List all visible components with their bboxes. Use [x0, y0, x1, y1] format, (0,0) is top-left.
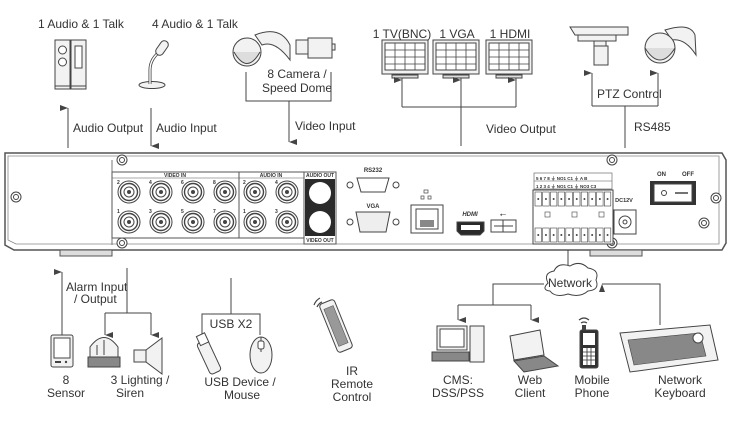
usb-drive-icon — [195, 332, 222, 375]
rs485-label: RS485 — [634, 120, 671, 134]
lighting-label-1: 3 Lighting / — [111, 373, 170, 387]
vga-port-label: VGA — [366, 204, 380, 210]
alarm-output-lines — [105, 268, 151, 314]
network-client-lines — [458, 283, 544, 306]
usb-device-label-1: USB Device / — [204, 375, 276, 389]
audio-in-label: AUDIO IN — [260, 173, 283, 179]
audio-port-num: 1 — [243, 209, 246, 215]
cms-pc-icon — [431, 325, 485, 363]
sensor-icon — [50, 334, 74, 368]
siren-icon — [133, 337, 163, 375]
cms-label-2: DSS/PSS — [432, 386, 484, 400]
sensor-label-2: Sensor — [47, 386, 85, 400]
hdmi-monitor-icon — [485, 39, 533, 79]
usb-icon: ⭠ — [500, 210, 507, 219]
audio-port-num: 3 — [275, 209, 278, 215]
video-port-num: 5 — [181, 209, 184, 215]
alarm-terminal-block[interactable] — [532, 172, 614, 245]
microphone-icon — [138, 40, 169, 89]
usb-lines — [201, 278, 261, 335]
alarm-io-label-2: / Output — [74, 292, 117, 306]
ethernet-port[interactable] — [410, 204, 444, 234]
sensor-label-1: 8 — [63, 373, 70, 387]
vga-port[interactable] — [346, 211, 400, 233]
video-port-num: 6 — [181, 180, 184, 186]
alarm-io-label-1: Alarm Input — [66, 280, 128, 294]
video-output-label: Video Output — [486, 122, 556, 136]
mobile-phone-icon — [578, 317, 599, 369]
usb-port[interactable] — [490, 219, 517, 233]
video-port-num: 7 — [213, 209, 216, 215]
video-port-num: 1 — [117, 209, 120, 215]
lighting-label-2: Siren — [116, 386, 144, 400]
ir-label-3: Control — [333, 390, 372, 404]
network-label: Network — [548, 276, 593, 290]
network-icon — [420, 189, 432, 200]
rs232-port[interactable] — [346, 177, 400, 193]
alarm-light-icon — [87, 337, 121, 368]
box-camera-icon — [295, 37, 336, 59]
audio-port-num: 4 — [275, 180, 278, 186]
camera-label-line2: Speed Dome — [262, 81, 332, 95]
video-out-port[interactable] — [309, 211, 331, 233]
network-cloud-icon — [544, 262, 598, 296]
usb-x2-label: USB X2 — [210, 317, 253, 331]
audio-output-device-label: 1 Audio & 1 Talk — [38, 17, 125, 31]
ptz-speed-dome-icon — [644, 26, 697, 64]
rs232-label: RS232 — [364, 168, 383, 174]
mouse-icon — [249, 336, 273, 374]
video-input-label: Video Input — [295, 119, 356, 133]
video-port-num: 2 — [117, 180, 120, 186]
speed-dome-camera-icon — [232, 31, 291, 67]
hdmi-port-label: HDMI — [462, 212, 478, 218]
vga-monitor-icon — [432, 39, 480, 79]
video-port-num: 3 — [149, 209, 152, 215]
keyboard-network-line — [599, 283, 661, 325]
tv-bnc-monitor-icon — [381, 39, 429, 79]
ir-label-1: IR — [346, 364, 358, 378]
mobile-phone-label-2: Phone — [575, 386, 610, 400]
video-out-label: VIDEO OUT — [306, 238, 334, 244]
dc-power-jack[interactable] — [613, 209, 637, 235]
video-port-num: 4 — [149, 180, 152, 186]
audio-input-device-label: 4 Audio & 1 Talk — [152, 17, 239, 31]
alarm-bottom-labels: 1 2 3 4 ⏚ NO1 C1 ⏚ NO3 C3 — [536, 183, 597, 190]
cms-label-1: CMS: — [443, 373, 473, 387]
ptz-control-label: PTZ Control — [597, 87, 662, 101]
network-keyboard-label-1: Network — [658, 373, 703, 387]
vga-label: 1 VGA — [439, 27, 474, 41]
power-switch[interactable] — [650, 181, 696, 205]
speaker-icon — [54, 39, 87, 90]
web-client-label-1: Web — [518, 373, 543, 387]
ir-label-2: Remote — [331, 377, 373, 391]
video-in-label: VIDEO IN — [164, 173, 186, 179]
power-on-label: ON — [657, 172, 666, 178]
network-keyboard-icon — [619, 324, 719, 373]
audio-out-port[interactable] — [309, 182, 331, 204]
audio-port-num: 2 — [243, 180, 246, 186]
web-client-label-2: Client — [515, 386, 546, 400]
audio-input-label: Audio Input — [156, 121, 217, 135]
audio-output-label: Audio Output — [73, 121, 144, 135]
dc12v-label: DC12V — [615, 198, 633, 204]
mobile-phone-label-1: Mobile — [574, 373, 610, 387]
hdmi-label: 1 HDMI — [490, 27, 531, 41]
camera-label-line1: 8 Camera / — [267, 67, 327, 81]
network-keyboard-label-2: Keyboard — [654, 386, 705, 400]
audio-out-label: AUDIO OUT — [306, 173, 334, 179]
ir-remote-icon — [313, 297, 353, 353]
alarm-top-labels: 5 6 7 8 ⏚ NO1 C1 ⏚ A B — [536, 175, 588, 182]
ptz-pan-tilt-icon — [569, 26, 629, 66]
power-off-label: OFF — [682, 172, 694, 178]
usb-device-label-2: Mouse — [224, 388, 260, 402]
tv-bnc-label: 1 TV(BNC) — [373, 27, 431, 41]
video-port-num: 8 — [213, 180, 216, 186]
laptop-icon — [509, 329, 560, 373]
